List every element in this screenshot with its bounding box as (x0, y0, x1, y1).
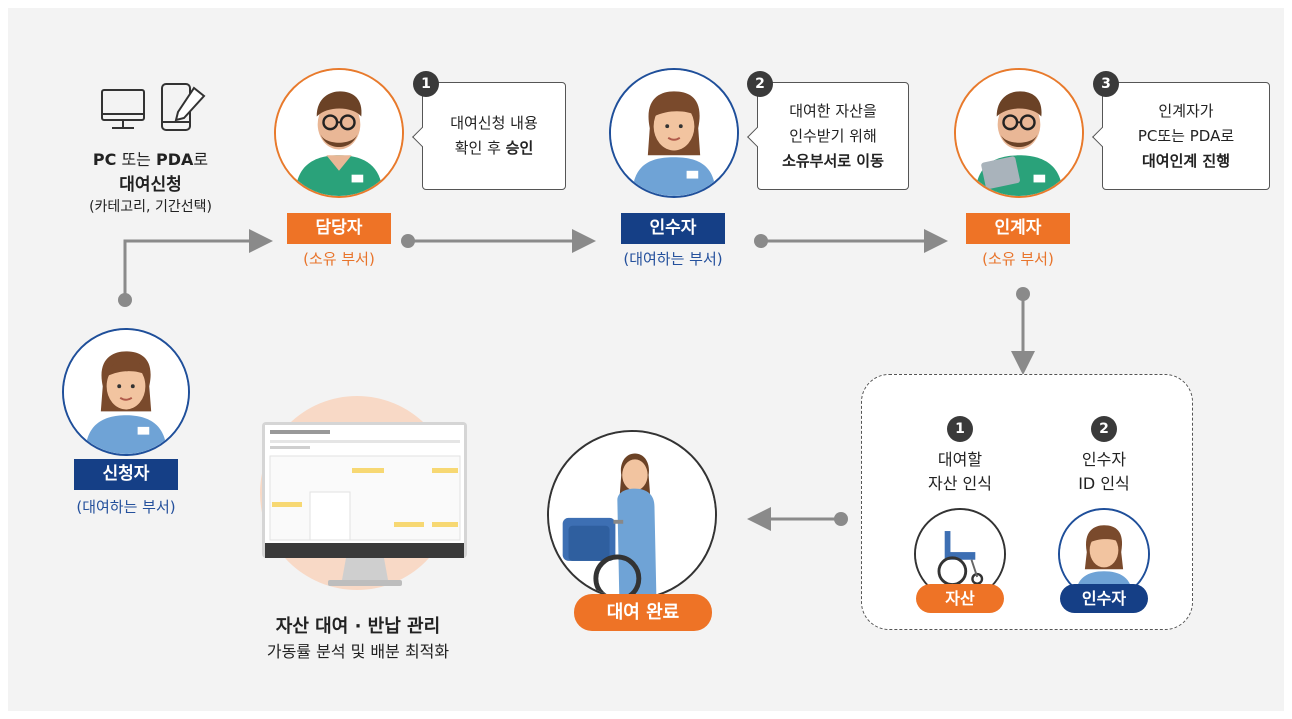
workflow-canvas: PC 또는 PDA로 대여신청 (카테고리, 기간선택) 신청자 (대여하는 부… (8, 8, 1284, 711)
manager-note-line1: 대여신청 내용 (450, 114, 538, 132)
requester-dept: (대여하는 부서) (76, 498, 176, 516)
connector-dot (834, 512, 848, 526)
completion-illustration (547, 430, 717, 600)
manager-dept: (소유 부서) (303, 250, 375, 268)
asset-tag: 자산 (916, 584, 1004, 613)
flow-connectors (118, 229, 1035, 531)
receiver-avatar (609, 68, 739, 198)
monitor-icon (262, 422, 467, 586)
receiver-note-bubble: 대여한 자산을 인수받기 위해 소유부서로 이동 (757, 82, 909, 190)
connector-dot (1016, 287, 1030, 301)
recognition-badge-2: 2 (1091, 416, 1117, 442)
recognition-item1-text: 대여할 자산 인식 (928, 450, 992, 493)
receiver-tag: 인수자 (1060, 584, 1148, 613)
recognition-badge-1: 1 (947, 416, 973, 442)
management-title: 자산 대여 · 반납 관리 (275, 616, 441, 637)
receiver-note-line3: 소유부서로 이동 (782, 151, 884, 170)
receiver-note-line1: 대여한 자산을 (789, 101, 877, 120)
requester-avatar (62, 328, 190, 456)
completion-badge: 대여 완료 (574, 594, 712, 631)
channel-line1: PC 또는 PDA로 (92, 150, 209, 169)
recognition-item2-text: 인수자 ID 인식 (1078, 450, 1130, 493)
channel-line2: 대여신청 (119, 175, 182, 195)
handover-note-line2: PC또는 PDA로 (1137, 126, 1235, 145)
connector-dot (754, 234, 768, 248)
step-badge-3: 3 (1093, 71, 1119, 97)
handover-dept: (소유 부서) (982, 250, 1054, 268)
manager-avatar (274, 68, 404, 198)
manager-note-line2: 확인 후 승인 (454, 139, 534, 157)
receiver-note-line2: 인수받기 위해 (789, 126, 877, 145)
channel-line3: (카테고리, 기간선택) (89, 199, 212, 215)
handover-note-line1: 인계자가 (1158, 101, 1214, 120)
connector-dot (118, 293, 132, 307)
handover-note-bubble: 인계자가 PC또는 PDA로 대여인계 진행 (1102, 82, 1270, 190)
manager-role-label: 담당자 (287, 213, 391, 244)
receiver-role-label: 인수자 (621, 213, 725, 244)
step-badge-2: 2 (747, 71, 773, 97)
management-subtitle: 가동률 분석 및 배분 최적화 (266, 642, 450, 661)
handover-role-label: 인계자 (966, 213, 1070, 244)
handover-note-line3: 대여인계 진행 (1141, 151, 1231, 170)
step-badge-1: 1 (413, 71, 439, 97)
pc-pda-icon (101, 83, 206, 131)
connector-dot (401, 234, 415, 248)
requester-role-label: 신청자 (74, 459, 178, 490)
manager-note-bubble: 대여신청 내용 확인 후 승인 (422, 82, 566, 190)
connector-requester-manager (123, 229, 273, 300)
receiver-dept: (대여하는 부서) (623, 250, 723, 268)
handover-avatar (954, 68, 1084, 198)
